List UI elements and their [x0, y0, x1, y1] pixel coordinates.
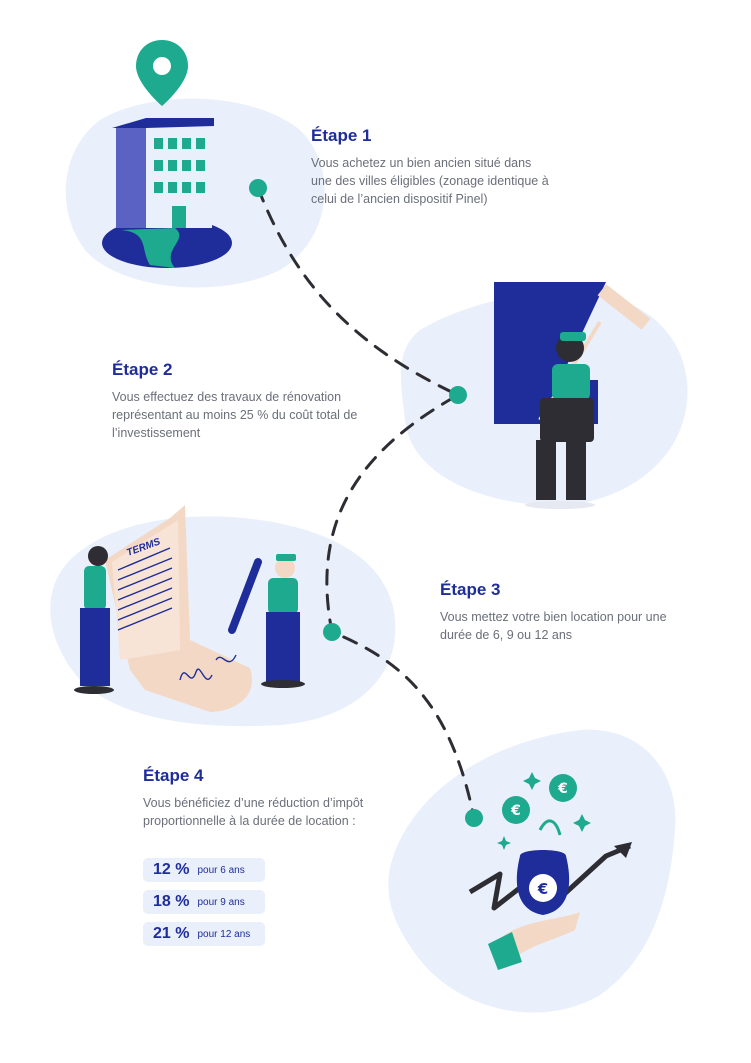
step-3-title: Étape 3: [440, 580, 501, 599]
step-1-title: Étape 1: [311, 126, 372, 145]
svg-text:€: €: [510, 803, 521, 819]
building-icon: [102, 118, 232, 268]
sparkle-icon: [497, 772, 591, 850]
rate-percent: 12 %: [153, 861, 190, 878]
path-dot-2: [449, 386, 467, 404]
rate-percent: 21 %: [153, 925, 190, 942]
money-pot-icon: €: [488, 819, 580, 970]
location-pin-icon: [136, 40, 188, 106]
rate-duration: pour 9 ans: [197, 896, 245, 908]
rate-badge-6: 12 % pour 6 ans: [143, 858, 265, 882]
person-left-icon: [74, 546, 114, 694]
contract-icon: TERMS: [105, 505, 252, 712]
step-3: Étape 3 Vous mettez votre bien location …: [440, 580, 690, 644]
step-2-title: Étape 2: [112, 360, 173, 379]
step-3-text: Vous mettez votre bien location pour une…: [440, 610, 667, 642]
rate-duration: pour 12 ans: [197, 928, 251, 940]
svg-text:€: €: [537, 880, 548, 898]
path-dot-3: [323, 623, 341, 641]
step-4-title: Étape 4: [143, 766, 204, 785]
svg-text:€: €: [557, 781, 568, 797]
rate-percent: 18 %: [153, 893, 190, 910]
euro-coin-icon: € €: [502, 774, 577, 824]
step-4-text: Vous bénéficiez d’une réduction d’impôt …: [143, 796, 364, 828]
path-dot-4: [465, 809, 483, 827]
step-2-text: Vous effectuez des travaux de rénovation…: [112, 390, 358, 440]
rate-badge-9: 18 % pour 9 ans: [143, 890, 265, 914]
dashed-path: [256, 186, 476, 820]
person-right-icon: [228, 554, 305, 688]
path-dot-1: [249, 179, 267, 197]
rate-duration: pour 6 ans: [197, 864, 245, 876]
step-2: Étape 2 Vous effectuez des travaux de ré…: [112, 360, 382, 442]
painter-icon: [494, 282, 651, 509]
rate-badge-12: 21 % pour 12 ans: [143, 922, 265, 946]
step-4: Étape 4 Vous bénéficiez d’une réduction …: [143, 766, 383, 830]
step-1: Étape 1 Vous achetez un bien ancien situ…: [311, 126, 551, 208]
step-1-text: Vous achetez un bien ancien situé dans u…: [311, 156, 549, 206]
